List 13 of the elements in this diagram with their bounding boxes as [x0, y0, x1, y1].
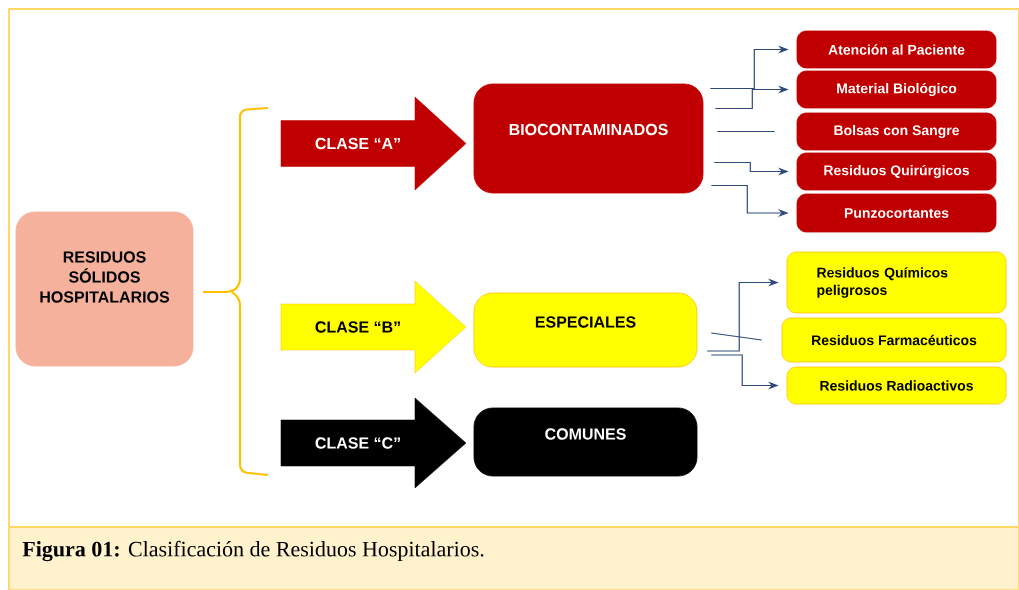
- category-box: ESPECIALES: [473, 292, 698, 368]
- item-box: Residuos Farmacéuticos: [781, 317, 1007, 363]
- item-box: Residuos Químicos peligrosos: [786, 251, 1007, 314]
- category-box: BIOCONTAMINADOS: [473, 83, 704, 194]
- root-box: RESIDUOS SÓLIDOS HOSPITALARIOS: [15, 211, 194, 367]
- item-box: Material Biológico: [796, 70, 997, 109]
- item-box: Residuos Quirúrgicos: [796, 152, 997, 191]
- caption: Figura 01: Clasificación de Residuos Hospitalarios.: [22, 540, 484, 562]
- item-box: Atención al Paciente: [796, 30, 997, 69]
- category-box: COMUNES: [473, 407, 698, 477]
- item-box: Punzocortantes: [796, 193, 997, 233]
- item-box: Bolsas con Sangre: [796, 112, 997, 151]
- item-box: Residuos Radioactivos: [786, 366, 1007, 405]
